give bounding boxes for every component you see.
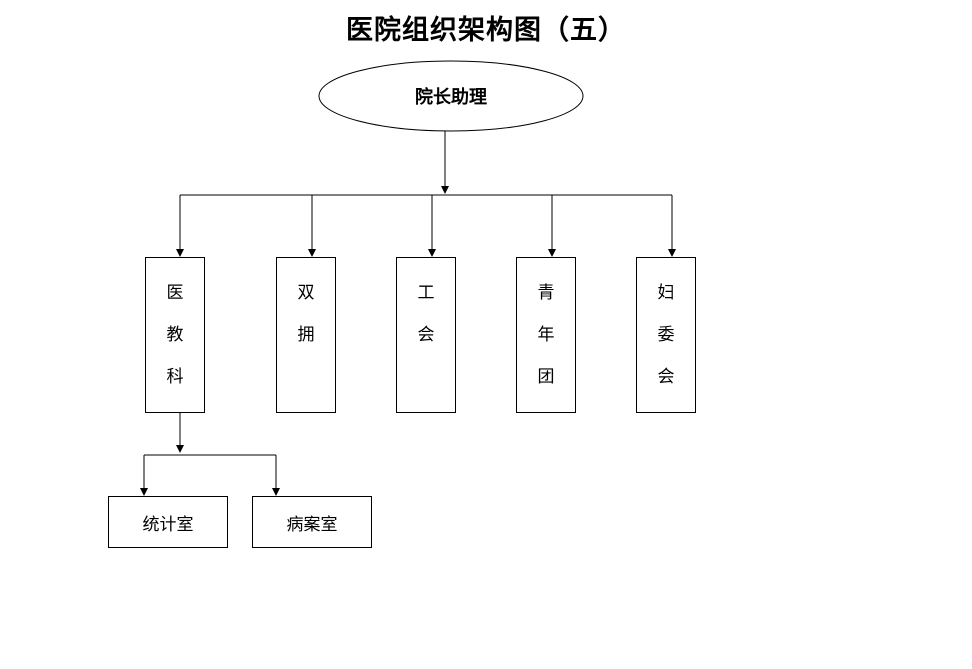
node-tongjishi: 统计室 bbox=[108, 496, 228, 548]
diagram-title: 医院组织架构图（五） bbox=[346, 15, 626, 46]
node-gonghui-label: 工 会 bbox=[417, 283, 435, 345]
node-gonghui: 工 会 bbox=[396, 257, 456, 413]
root-node-label: 院长助理 bbox=[415, 86, 487, 108]
root-ellipse bbox=[318, 60, 584, 132]
node-bingganshi: 病案室 bbox=[252, 496, 372, 548]
node-tongjishi-label: 统计室 bbox=[142, 514, 194, 535]
node-fuweihui-label: 妇 委 会 bbox=[657, 283, 675, 387]
node-shuangyong: 双 拥 bbox=[276, 257, 336, 413]
node-bingganshi-label: 病案室 bbox=[286, 514, 338, 535]
node-qingniantuan: 青 年 团 bbox=[516, 257, 576, 413]
node-yijiaoke-label: 医 教 科 bbox=[166, 283, 184, 387]
node-shuangyong-label: 双 拥 bbox=[297, 283, 315, 345]
node-qingniantuan-label: 青 年 团 bbox=[537, 283, 555, 387]
node-fuweihui: 妇 委 会 bbox=[636, 257, 696, 413]
node-yijiaoke: 医 教 科 bbox=[145, 257, 205, 413]
